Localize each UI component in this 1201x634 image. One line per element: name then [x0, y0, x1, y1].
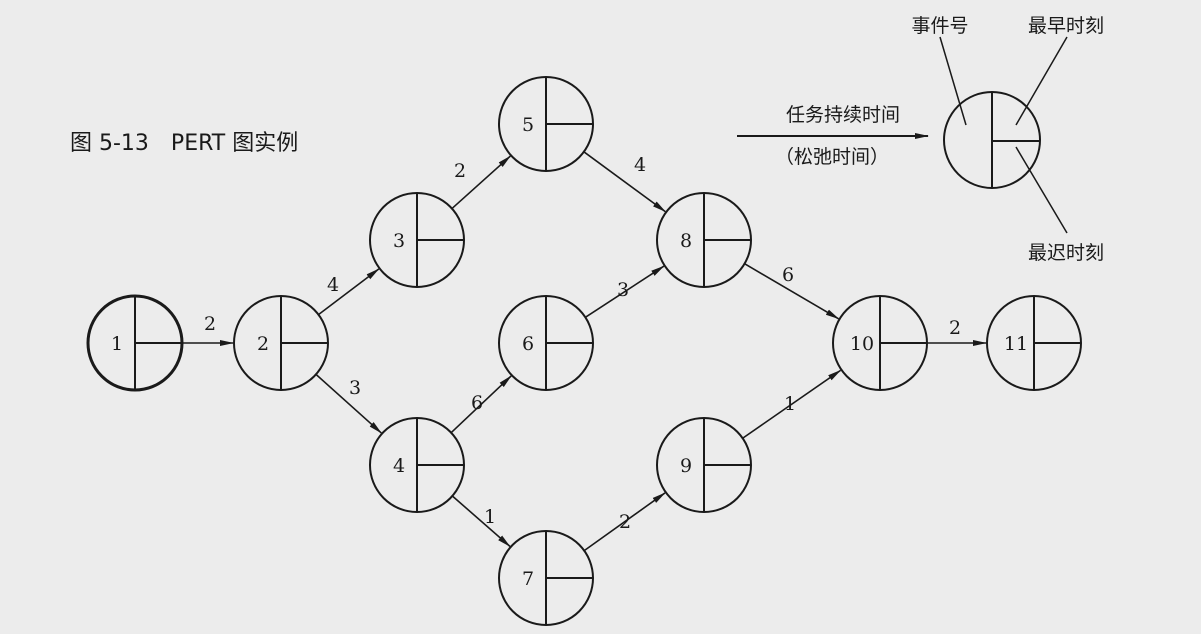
- event-node-2: 2: [233, 295, 329, 391]
- event-number: 3: [393, 230, 405, 252]
- edge-arrow-4-6: [450, 375, 512, 434]
- edge-arrow-6-8: [584, 265, 665, 319]
- edges: 2 4 3 2 6 1 4 3 2 6 1 2: [182, 151, 987, 552]
- event-node-6: 6: [498, 295, 594, 391]
- edge-arrow-7-9: [583, 492, 666, 552]
- event-node-5: 5: [498, 76, 594, 172]
- legend-slack-label: （松弛时间）: [775, 146, 889, 168]
- event-number: 8: [680, 230, 692, 252]
- leader-line: [1015, 36, 1068, 126]
- edge-duration-label: 3: [349, 377, 361, 399]
- event-number: 2: [257, 333, 269, 355]
- event-node-3: 3: [369, 192, 465, 288]
- edge-arrow-4-7: [451, 495, 511, 548]
- edge-duration-label: 3: [617, 279, 629, 301]
- event-node-7: 7: [498, 530, 594, 626]
- edge-arrow-3-5: [451, 155, 512, 210]
- leader-line: [1015, 146, 1068, 234]
- event-number: 10: [850, 333, 874, 355]
- edge-duration-label: 1: [784, 393, 796, 415]
- event-number: 4: [393, 455, 405, 477]
- event-node-8: 8: [656, 192, 752, 288]
- leader-line: [939, 36, 967, 126]
- event-node-9: 9: [656, 417, 752, 513]
- edge-duration-label: 2: [619, 511, 631, 533]
- edge-duration-label: 2: [454, 160, 466, 182]
- event-node-11: 11: [986, 295, 1082, 391]
- event-node-4: 4: [369, 417, 465, 513]
- event-node-1: 1: [86, 294, 184, 392]
- edge-duration-label: 6: [782, 264, 794, 286]
- event-number: 5: [522, 114, 534, 136]
- edge-arrow-5-8: [583, 151, 667, 213]
- edge-arrow-2-4: [315, 373, 383, 434]
- event-number: 6: [522, 333, 534, 355]
- legend: 任务持续时间 （松弛时间） 事件号 最早时刻 最迟时刻: [737, 15, 1104, 264]
- edge-duration-label: 6: [471, 392, 483, 414]
- event-number: 9: [680, 455, 692, 477]
- event-node-10: 10: [832, 295, 928, 391]
- edge-arrow-2-3: [317, 268, 380, 316]
- event-number: 1: [111, 333, 123, 355]
- figure-caption: 图 5-13 PERT 图实例: [70, 131, 298, 156]
- legend-duration-label: 任务持续时间: [786, 104, 900, 126]
- legend-event-number: 事件号: [911, 15, 968, 37]
- edge-duration-label: 4: [327, 274, 339, 296]
- legend-earliest-time: 最早时刻: [1028, 15, 1104, 37]
- edge-duration-label: 4: [634, 154, 646, 176]
- edge-duration-label: 2: [204, 313, 216, 335]
- legend-latest-time: 最迟时刻: [1028, 242, 1104, 264]
- edge-arrow-8-10: [744, 263, 840, 320]
- edge-duration-label: 1: [484, 506, 496, 528]
- edge-arrow-9-10: [742, 369, 842, 439]
- edge-duration-label: 2: [949, 317, 961, 339]
- event-number: 7: [522, 568, 534, 590]
- event-number: 11: [1004, 333, 1028, 355]
